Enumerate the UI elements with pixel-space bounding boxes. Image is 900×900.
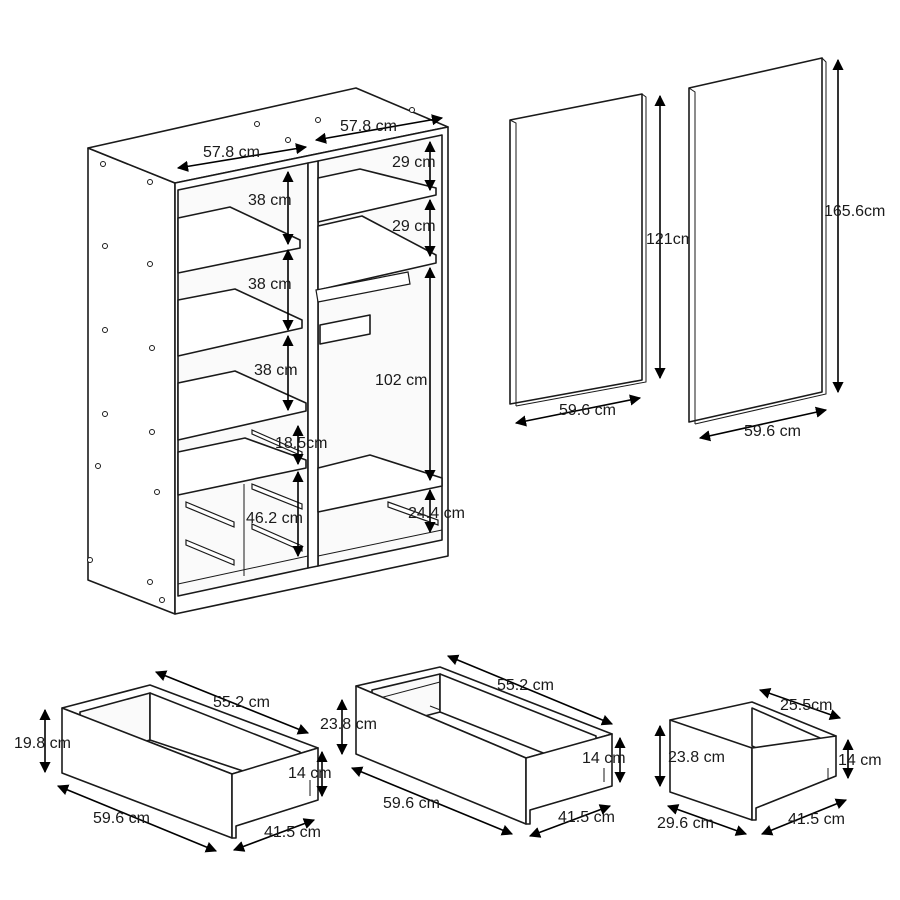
wardrobe-dimension-labels: 57.8 cm 57.8 cm 38 cm 38 cm 38 cm 18.5cm… bbox=[203, 118, 465, 527]
drawer-1-length-label: 55.2 cm bbox=[213, 694, 270, 711]
wardrobe-lower-floor bbox=[177, 555, 309, 585]
drawer-1: 55.2 cm 19.8 cm 14 cm 59.6 cm 41.5 cm bbox=[14, 670, 332, 853]
wardrobe-back-brace bbox=[319, 314, 371, 345]
wardrobe-compartment bbox=[177, 437, 307, 496]
drawer-1-front-width-label: 59.6 cm bbox=[93, 810, 150, 827]
door-left-height-label: 121cm bbox=[646, 231, 694, 248]
wardrobe-shelf-2 bbox=[177, 288, 303, 357]
door-right-width-label: 59.6 cm bbox=[744, 423, 801, 440]
drawer-2: 55.2 cm 23.8 cm 14 cm 59.6 cm 41.5 cm bbox=[320, 654, 626, 838]
drawer-1-inner-height-label: 14 cm bbox=[288, 765, 332, 782]
drawer-3-depth-label: 41.5 cm bbox=[788, 811, 845, 828]
door-right: 165.6cm 59.6 cm bbox=[688, 57, 885, 442]
shelf-gap-1-label: 38 cm bbox=[248, 192, 292, 209]
bottom-drawer-height-label: 24.4 cm bbox=[408, 505, 465, 522]
shelf-gap-3-label: 38 cm bbox=[254, 362, 298, 379]
drawer-2-front-width-label: 59.6 cm bbox=[383, 795, 440, 812]
drawer-3-inner-height-label: 14 cm bbox=[838, 752, 882, 769]
top-gap-1-label: 29 cm bbox=[392, 154, 436, 171]
drawer-3-height-label: 23.8 cm bbox=[668, 749, 725, 766]
top-gap-2-label: 29 cm bbox=[392, 218, 436, 235]
wardrobe-right-bottom-shelf bbox=[317, 454, 443, 513]
drawer-3: 25.5cm 23.8 cm 14 cm 29.6 cm 41.5 cm bbox=[654, 688, 882, 836]
wardrobe-right-shelf-2 bbox=[317, 215, 437, 291]
door-left-width-label: 59.6 cm bbox=[559, 402, 616, 419]
drawer-3-length-label: 25.5cm bbox=[780, 697, 832, 714]
drawer-2-height-label: 23.8 cm bbox=[320, 716, 377, 733]
shelf-gap-2-label: 38 cm bbox=[248, 276, 292, 293]
wardrobe-right-lower-floor bbox=[317, 529, 443, 557]
drawer-2-length-label: 55.2 cm bbox=[497, 677, 554, 694]
door-left: 121cm 59.6 cm bbox=[509, 93, 694, 427]
drawer-1-depth-label: 41.5 cm bbox=[264, 824, 321, 841]
wardrobe-width-left-label: 57.8 cm bbox=[203, 144, 260, 161]
drawer-3-front-width-label: 29.6 cm bbox=[657, 815, 714, 832]
drawer-1-height-label: 19.8 cm bbox=[14, 735, 71, 752]
wardrobe-shelf-1 bbox=[177, 206, 301, 274]
wardrobe-width-right-label: 57.8 cm bbox=[340, 118, 397, 135]
wardrobe-dimension-arrows bbox=[176, 114, 444, 558]
wardrobe-drawing bbox=[87, 87, 449, 615]
wardrobe-shelf-3 bbox=[177, 370, 307, 441]
wardrobe-drawer-slides bbox=[185, 429, 439, 566]
drawer-2-depth-label: 41.5 cm bbox=[558, 809, 615, 826]
compartment-gap-label: 18.5cm bbox=[275, 435, 327, 452]
door-right-height-label: 165.6cm bbox=[824, 203, 885, 220]
wardrobe-right-shelf-1 bbox=[317, 168, 437, 223]
drawer-area-height-label: 46.2 cm bbox=[246, 510, 303, 527]
wardrobe-divider bbox=[307, 160, 319, 569]
hanging-height-label: 102 cm bbox=[375, 372, 427, 389]
wardrobe-side-panel bbox=[87, 147, 176, 615]
drawer-2-inner-height-label: 14 cm bbox=[582, 750, 626, 767]
wardrobe-hanging-rail bbox=[315, 271, 411, 303]
